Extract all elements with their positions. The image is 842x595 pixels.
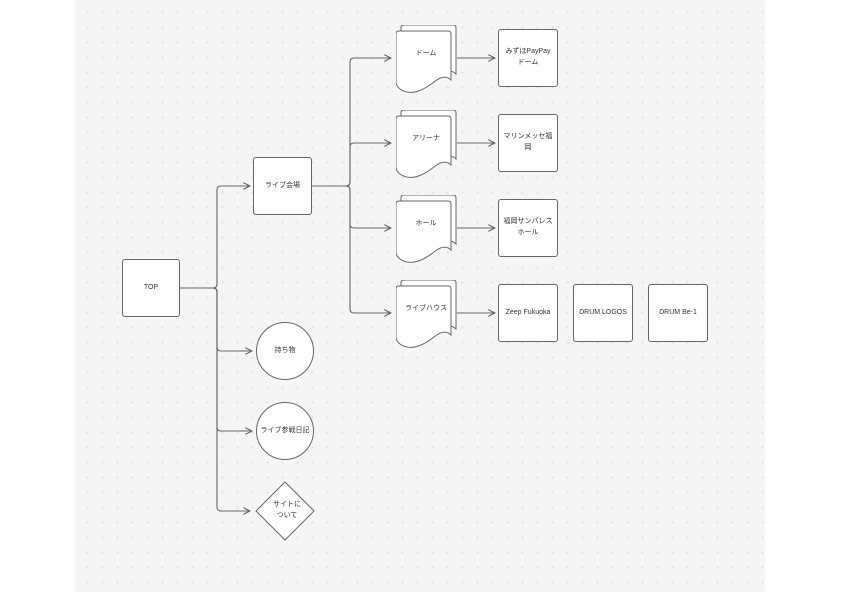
node-live-venue[interactable]: ライブ会場 <box>253 157 312 215</box>
node-mizuho-paypay-dome-label: みずほPayPay ドーム <box>505 48 551 66</box>
node-top-label: TOP <box>143 283 159 291</box>
node-about-site[interactable]: サイトに ついて <box>255 481 315 541</box>
node-marine-messe-fukuoka-label: マリンメッセ福岡 <box>503 133 553 151</box>
node-marine-messe-fukuoka[interactable]: マリンメッセ福岡 <box>498 114 558 172</box>
node-zepp-fukuoka[interactable]: Zeep Fukuoka <box>498 284 558 342</box>
node-live-venue-label: ライブ会場 <box>265 181 300 189</box>
node-zepp-fukuoka-label: Zeep Fukuoka <box>505 308 551 316</box>
node-arena[interactable]: アリーナ <box>396 110 457 179</box>
node-live-house[interactable]: ライブハウス <box>396 280 457 349</box>
node-hall[interactable]: ホール <box>396 195 457 264</box>
diamond-shape <box>255 481 315 541</box>
node-drum-logos-label: DRUM LOGOS <box>579 308 627 316</box>
multi-document-icon <box>396 280 457 348</box>
node-arena-label: アリーナ <box>412 135 440 142</box>
node-about-site-label: サイトに ついて <box>273 501 301 519</box>
node-hall-label: ホール <box>415 220 437 227</box>
node-drum-logos[interactable]: DRUM LOGOS <box>573 284 633 342</box>
node-mizuho-paypay-dome[interactable]: みずほPayPay ドーム <box>498 29 558 87</box>
node-live-diary-label: ライブ参戦日記 <box>260 426 310 434</box>
multi-document-icon <box>396 110 457 178</box>
node-live-house-label: ライブハウス <box>405 305 447 312</box>
node-drum-be1[interactable]: DRUM Be-1 <box>648 284 708 342</box>
node-fukuoka-sunpalace-hall-label: 福岡サンパレス ホール <box>503 218 553 236</box>
node-live-diary[interactable]: ライブ参戦日記 <box>256 402 314 460</box>
node-top[interactable]: TOP <box>122 259 180 317</box>
node-fukuoka-sunpalace-hall[interactable]: 福岡サンパレス ホール <box>498 199 558 257</box>
node-drum-be1-label: DRUM Be-1 <box>659 308 697 316</box>
multi-document-icon <box>396 195 457 263</box>
node-belongings-label: 持ち物 <box>274 346 296 354</box>
node-dome-label: ドーム <box>415 50 437 57</box>
node-dome[interactable]: ドーム <box>396 25 457 94</box>
node-belongings[interactable]: 持ち物 <box>256 322 314 380</box>
multi-document-icon <box>396 25 457 93</box>
